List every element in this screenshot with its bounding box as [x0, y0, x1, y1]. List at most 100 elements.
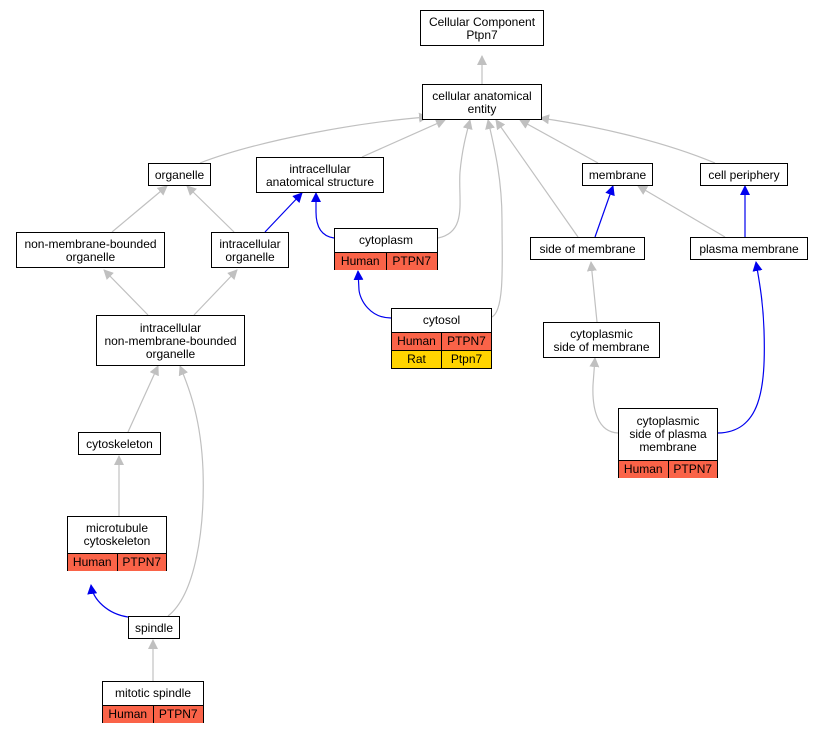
- node-label-line: non-membrane-bounded: [24, 237, 157, 251]
- edge-cytoplasm-ias: [311, 192, 335, 239]
- node-label-line: cytoskeleton: [83, 534, 151, 548]
- edge-cytoplasm-cae: [437, 119, 473, 239]
- edge-som-cae: [495, 119, 579, 238]
- node-label-line: membrane: [588, 168, 647, 182]
- edge-organelle-cae: [199, 112, 429, 164]
- edge-cspm-pm: [717, 261, 765, 434]
- gene-cell: PTPN7: [385, 253, 437, 270]
- edge-nmbo-organelle: [111, 185, 168, 233]
- node-label-line: cytosol: [422, 313, 461, 327]
- edge-pm-membrane: [637, 185, 726, 238]
- species-cell: Human: [392, 333, 441, 350]
- node-label-line: anatomical structure: [265, 175, 375, 189]
- edge-periphery-cae: [539, 114, 716, 164]
- species-cell: Rat: [392, 351, 441, 368]
- node-label-line: membrane: [639, 440, 697, 454]
- node-cytoskeleton[interactable]: cytoskeleton: [78, 432, 161, 455]
- gene-cell: PTPN7: [116, 554, 166, 571]
- edge-ias-cae: [361, 119, 446, 158]
- edge-cytosol-cytoplasm: [353, 270, 392, 319]
- node-title: mitotic spindle: [103, 682, 203, 705]
- species-cell: Human: [619, 461, 668, 478]
- node-title: plasma membrane: [691, 238, 807, 261]
- node-label-line: entity: [467, 102, 497, 116]
- node-periphery[interactable]: cell periphery: [700, 163, 788, 186]
- edge-cytosol-cae: [485, 119, 503, 318]
- species-cell: Human: [103, 706, 153, 723]
- node-organelle[interactable]: organelle: [148, 163, 211, 186]
- node-label-line: cytoskeleton: [86, 437, 153, 451]
- node-label-line: cell periphery: [708, 168, 780, 182]
- node-label-line: organelle: [65, 250, 116, 264]
- node-label-line: intracellular: [139, 321, 202, 335]
- gene-cell: PTPN7: [441, 333, 491, 350]
- node-label-line: intracellular: [219, 237, 281, 251]
- gene-cell: Ptpn7: [441, 351, 491, 368]
- edge-spindle-mtc: [87, 584, 129, 618]
- edge-cytoskeleton-inmbo: [127, 365, 159, 433]
- node-label-line: microtubule: [85, 521, 149, 535]
- node-label-line: spindle: [134, 621, 174, 635]
- edge-membrane-cae: [519, 119, 599, 164]
- node-label-line: cytoplasmic: [570, 327, 633, 341]
- node-label-line: plasma membrane: [699, 242, 799, 256]
- node-label-line: Cellular Component: [428, 15, 536, 29]
- edge-csom-som: [586, 261, 598, 323]
- node-label-line: Ptpn7: [466, 28, 498, 42]
- node-title: side of membrane: [531, 238, 644, 261]
- node-label-line: cytoplasmic: [636, 414, 700, 428]
- gene-cell: PTPN7: [152, 706, 203, 723]
- node-title: membrane: [583, 164, 652, 187]
- node-label-line: cellular anatomical: [432, 89, 532, 103]
- node-label-line: non-membrane-bounded: [104, 334, 237, 348]
- species-cell: Human: [335, 253, 386, 270]
- edge-som-membrane: [594, 185, 615, 238]
- node-som[interactable]: side of membrane: [530, 237, 645, 260]
- node-label-line: organelle: [154, 168, 205, 182]
- edge-io-ias: [264, 192, 303, 233]
- node-label-line: side of membrane: [553, 340, 650, 354]
- node-title: cytoskeleton: [79, 433, 160, 456]
- gene-cell: PTPN7: [667, 461, 717, 478]
- node-pm[interactable]: plasma membrane: [690, 237, 808, 260]
- edge-inmbo-io: [193, 269, 238, 316]
- node-spindle[interactable]: spindle: [128, 616, 180, 639]
- node-title: organelle: [149, 164, 210, 187]
- node-title: cytoplasm: [335, 229, 437, 252]
- node-label-line: side of plasma: [629, 427, 707, 441]
- edge-cspm-csom: [589, 357, 619, 434]
- node-label-line: organelle: [225, 250, 275, 264]
- node-membrane[interactable]: membrane: [582, 163, 653, 186]
- edge-io-organelle: [186, 185, 235, 233]
- node-label-line: side of membrane: [539, 242, 636, 256]
- node-label-line: cytoplasm: [358, 233, 414, 247]
- node-label-line: mitotic spindle: [114, 686, 192, 700]
- species-cell: Human: [68, 554, 117, 571]
